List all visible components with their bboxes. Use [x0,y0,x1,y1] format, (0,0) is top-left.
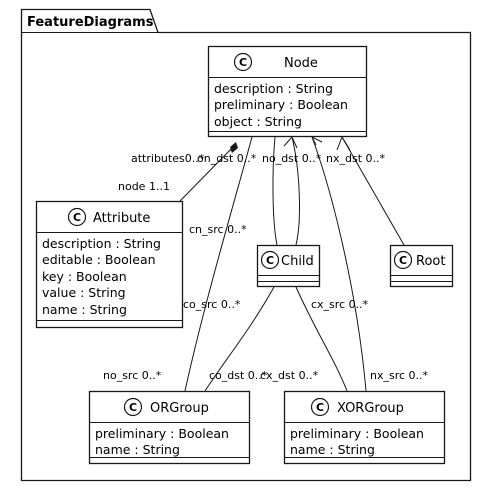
class-node[interactable]: C Node description : String preliminary … [207,45,368,138]
label-node-mult: node 1..1 [118,180,170,193]
class-child[interactable]: C Child [256,244,321,288]
class-attribute: editable : Boolean [42,252,156,267]
class-attribute: key : Boolean [42,269,127,284]
class-attribute: preliminary : Boolean [95,426,229,441]
package-title: FeatureDiagrams [27,15,154,30]
class-attribute: name : String [95,442,180,457]
class-name: Node [284,56,318,71]
class-name: ORGroup [150,401,209,416]
label-co-dst: co_dst 0..* [209,369,268,382]
label-co-src: co_src 0..* [183,298,241,311]
class-attribute: value : String [42,285,126,300]
edge-child-orgroup [204,286,275,392]
label-cx-src: cx_src 0..* [311,298,369,311]
class-name: Root [416,254,445,269]
class-attribute: description : String [214,81,333,96]
svg-text:C: C [399,254,407,267]
svg-text:C: C [129,401,137,414]
edge-node-child-a [272,136,278,246]
class-name: Child [281,254,314,269]
label-no-src: no_src 0..* [103,369,162,382]
package-frame: FeatureDiagrams [20,8,472,482]
svg-text:C: C [239,56,247,69]
class-attribute: name : String [42,302,127,317]
arrowhead-no-dst [283,136,298,149]
edge-child-xorgroup [295,286,348,392]
label-cx-dst: cx_dst 0..* [260,369,319,382]
class-orgroup[interactable]: C ORGroup preliminary : Boolean name : S… [88,390,251,465]
composition-line [179,147,233,202]
class-root[interactable]: C Root [389,244,454,288]
class-xorgroup[interactable]: C XORGroup preliminary : Boolean name : … [283,390,446,465]
class-attribute: name : String [290,442,375,457]
label-attributes-mult: attributes0..* [131,152,205,165]
class-attribute: preliminary : Boolean [290,426,424,441]
class-name: Attribute [93,211,150,226]
class-attribute: preliminary : Boolean [214,97,348,112]
label-nx-src: nx_src 0..* [370,369,429,382]
class-attribute: description : String [42,236,161,251]
edge-node-root [341,136,405,246]
class-name: XORGroup [337,401,404,416]
label-nx-dst: nx_dst 0..* [326,152,385,165]
label-no-dst: no_dst 0..* [262,152,322,165]
svg-text:C: C [316,401,324,414]
edge-node-xorgroup [311,136,367,392]
class-attribute: object : String [214,114,302,129]
relation-labels: attributes0..* on_dst 0..* no_dst 0..* n… [103,152,429,382]
class-attribute-box[interactable]: C Attribute description : String editabl… [35,200,184,329]
svg-text:C: C [266,254,274,267]
edge-node-orgroup [184,136,253,392]
composition-diamond-fill [230,142,238,153]
svg-text:C: C [73,211,81,224]
label-cn-src: cn_src 0..* [189,223,247,236]
label-on-dst: on_dst 0..* [197,152,257,165]
edge-node-child-b [291,136,300,246]
